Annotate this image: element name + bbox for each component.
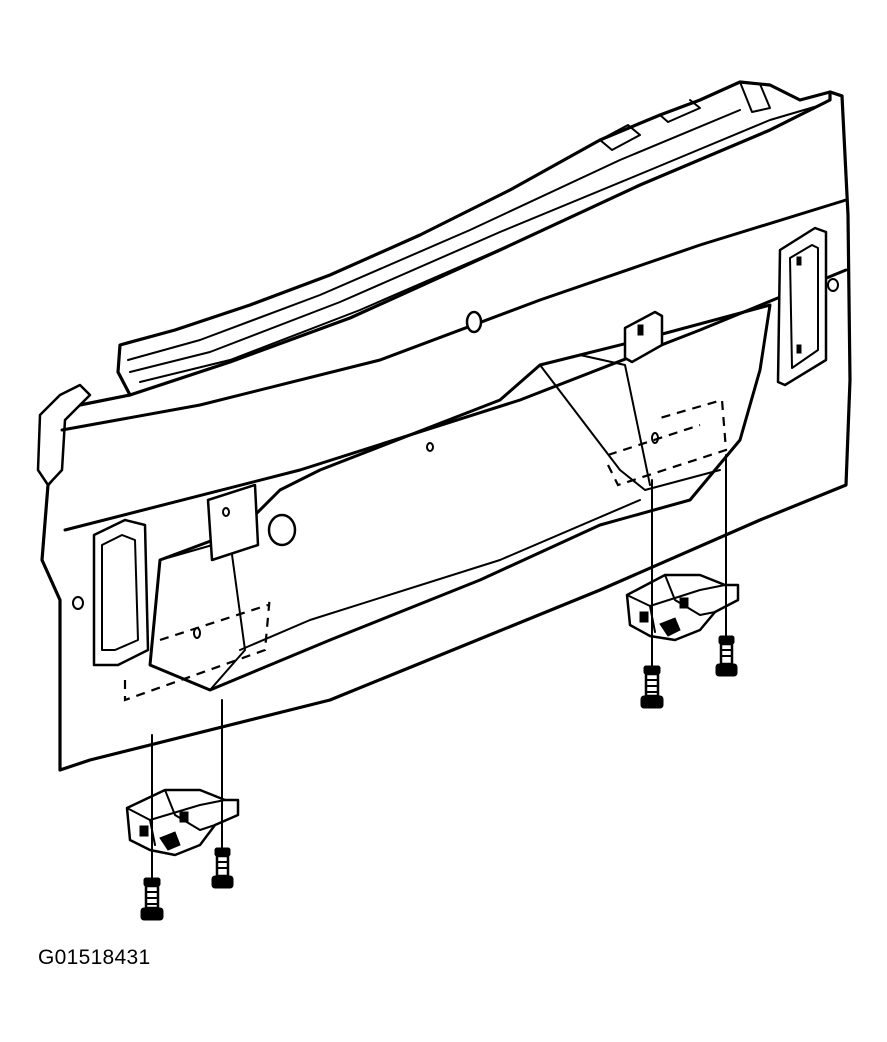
left-bolt-inner <box>211 847 234 889</box>
right-fastener-lines <box>651 454 727 669</box>
tailgate-panel <box>36 90 852 772</box>
figure-id-label: G01518431 <box>38 946 151 969</box>
left-bolt-outer <box>140 877 164 921</box>
right-hinge-bracket <box>625 573 740 642</box>
left-fastener-lines <box>151 699 223 881</box>
right-bolt-outer <box>640 665 664 709</box>
right-bolt-inner <box>715 635 738 677</box>
left-hinge-bracket <box>125 788 240 857</box>
